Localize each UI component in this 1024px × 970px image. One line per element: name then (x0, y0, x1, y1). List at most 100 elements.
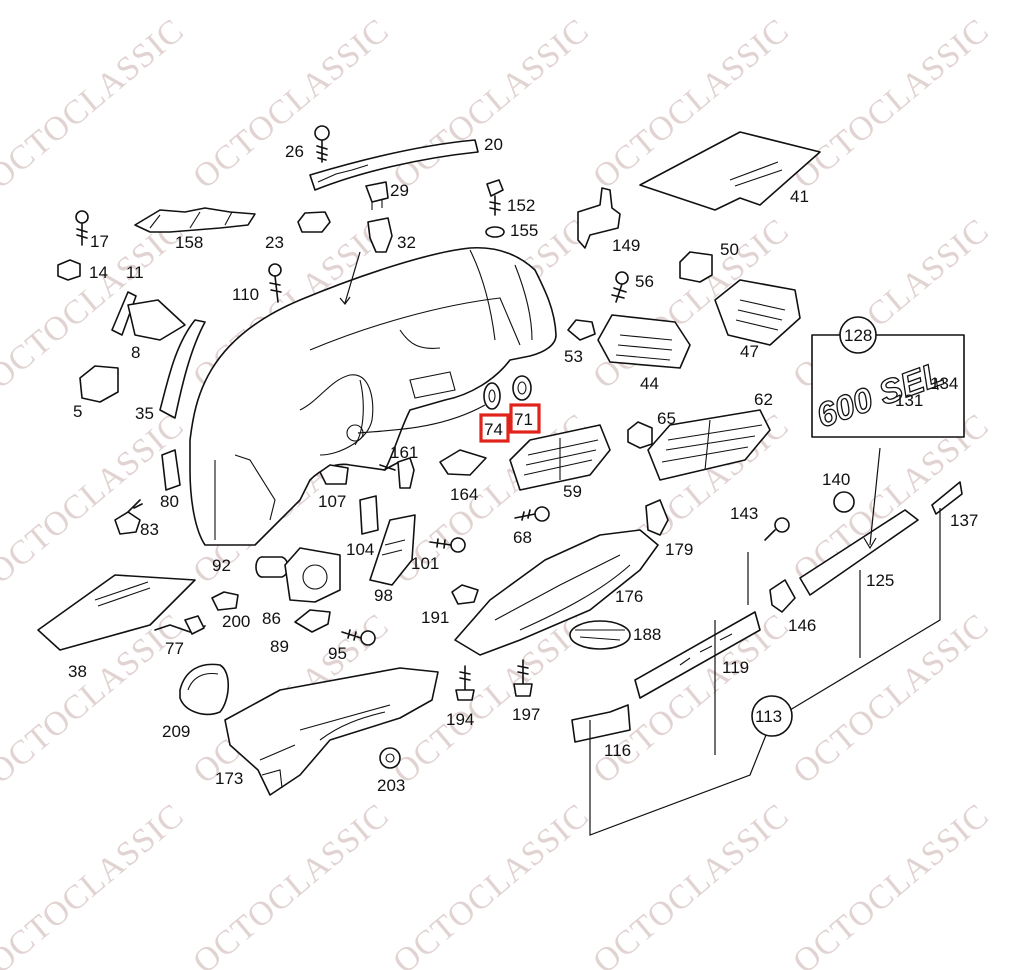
part-164 (439, 449, 487, 476)
part-203 (379, 747, 401, 769)
callout-circle-113 (751, 695, 793, 737)
label-161: 161 (390, 443, 418, 462)
part-197 (513, 659, 533, 697)
label-62: 62 (754, 390, 773, 409)
label-71: 71 (514, 410, 533, 429)
highlight-box-74 (479, 413, 510, 443)
label-95: 95 (328, 644, 347, 663)
part-161 (379, 457, 415, 489)
label-146: 146 (788, 616, 816, 635)
label-188: 188 (633, 625, 661, 644)
part-209 (179, 663, 230, 716)
part-11 (111, 291, 137, 336)
part-191 (451, 584, 479, 605)
label-29: 29 (390, 181, 409, 200)
label-83: 83 (140, 520, 159, 539)
label-194: 194 (446, 710, 474, 729)
label-8: 8 (131, 343, 140, 362)
part-62 (647, 409, 771, 481)
part-92 (255, 556, 289, 578)
part-5 (79, 365, 119, 403)
part-173 (224, 667, 439, 796)
part-83 (114, 499, 143, 535)
part-77 (154, 615, 206, 635)
part-107 (319, 464, 349, 485)
part-152 (486, 179, 504, 216)
watermark: OCTOCLASSIC (0, 797, 191, 970)
label-200: 200 (222, 612, 250, 631)
label-125: 125 (866, 571, 894, 590)
label-143: 143 (730, 504, 758, 523)
part-101 (429, 537, 466, 553)
part-29 (365, 181, 389, 210)
watermark-layer: OCTOCLASSIC OCTOCLASSIC OCTOCLASSIC OCTO… (0, 12, 996, 970)
label-149: 149 (612, 236, 640, 255)
label-203: 203 (377, 776, 405, 795)
part-44 (597, 314, 691, 369)
part-188 (569, 620, 631, 650)
label-32: 32 (397, 233, 416, 252)
label-14: 14 (89, 263, 108, 282)
part-149 (577, 187, 621, 249)
part-80 (161, 449, 181, 491)
label-179: 179 (665, 540, 693, 559)
label-50: 50 (720, 240, 739, 259)
watermark: OCTOCLASSIC (386, 797, 596, 970)
watermark: OCTOCLASSIC (786, 607, 996, 791)
label-152: 152 (507, 196, 535, 215)
watermark: OCTOCLASSIC (386, 12, 596, 196)
label-101: 101 (411, 554, 439, 573)
label-53: 53 (564, 347, 583, 366)
label-110: 110 (232, 285, 259, 304)
part-47 (714, 279, 801, 346)
part-95 (341, 629, 376, 646)
part-8 (127, 299, 186, 341)
part-20 (309, 139, 479, 191)
part-14 (57, 259, 81, 281)
label-68: 68 (513, 528, 532, 547)
part-32 (367, 217, 393, 253)
label-98: 98 (374, 586, 393, 605)
part-158 (134, 207, 256, 233)
part-41 (639, 131, 821, 211)
part-194 (455, 665, 475, 701)
part-17 (75, 210, 89, 246)
label-116: 116 (604, 741, 631, 760)
part-200 (211, 591, 239, 611)
label-38: 38 (68, 662, 87, 681)
part-98 (369, 514, 416, 586)
label-35: 35 (135, 404, 154, 423)
label-140: 140 (822, 470, 850, 489)
label-131: 131 (895, 391, 923, 410)
part-155 (485, 226, 505, 238)
label-20: 20 (484, 135, 503, 154)
label-92: 92 (212, 556, 231, 575)
label-80: 80 (160, 492, 179, 511)
watermark: OCTOCLASSIC (0, 12, 191, 196)
watermark: OCTOCLASSIC (786, 797, 996, 970)
part-86 (284, 547, 341, 603)
label-119: 119 (722, 658, 749, 677)
emblem-box (811, 334, 965, 438)
part-89 (294, 609, 331, 633)
part-137 (931, 481, 963, 515)
part-26 (314, 125, 330, 163)
label-23: 23 (265, 233, 284, 252)
watermark: OCTOCLASSIC (586, 797, 796, 970)
part-53 (567, 319, 596, 341)
label-158: 158 (175, 233, 203, 252)
label-59: 59 (563, 482, 582, 501)
label-197: 197 (512, 705, 540, 724)
part-56 (611, 271, 629, 303)
label-86: 86 (262, 609, 281, 628)
label-176: 176 (615, 587, 643, 606)
part-176 (454, 529, 659, 656)
label-191: 191 (421, 608, 449, 627)
label-113: 113 (755, 707, 782, 726)
part-35 (159, 319, 206, 419)
dashboard-main-panel (189, 246, 557, 546)
label-11: 11 (126, 263, 144, 282)
part-104 (359, 495, 379, 535)
part-labels: 5 8 11 14 17 20 23 26 29 32 35 38 41 44 … (68, 135, 978, 795)
